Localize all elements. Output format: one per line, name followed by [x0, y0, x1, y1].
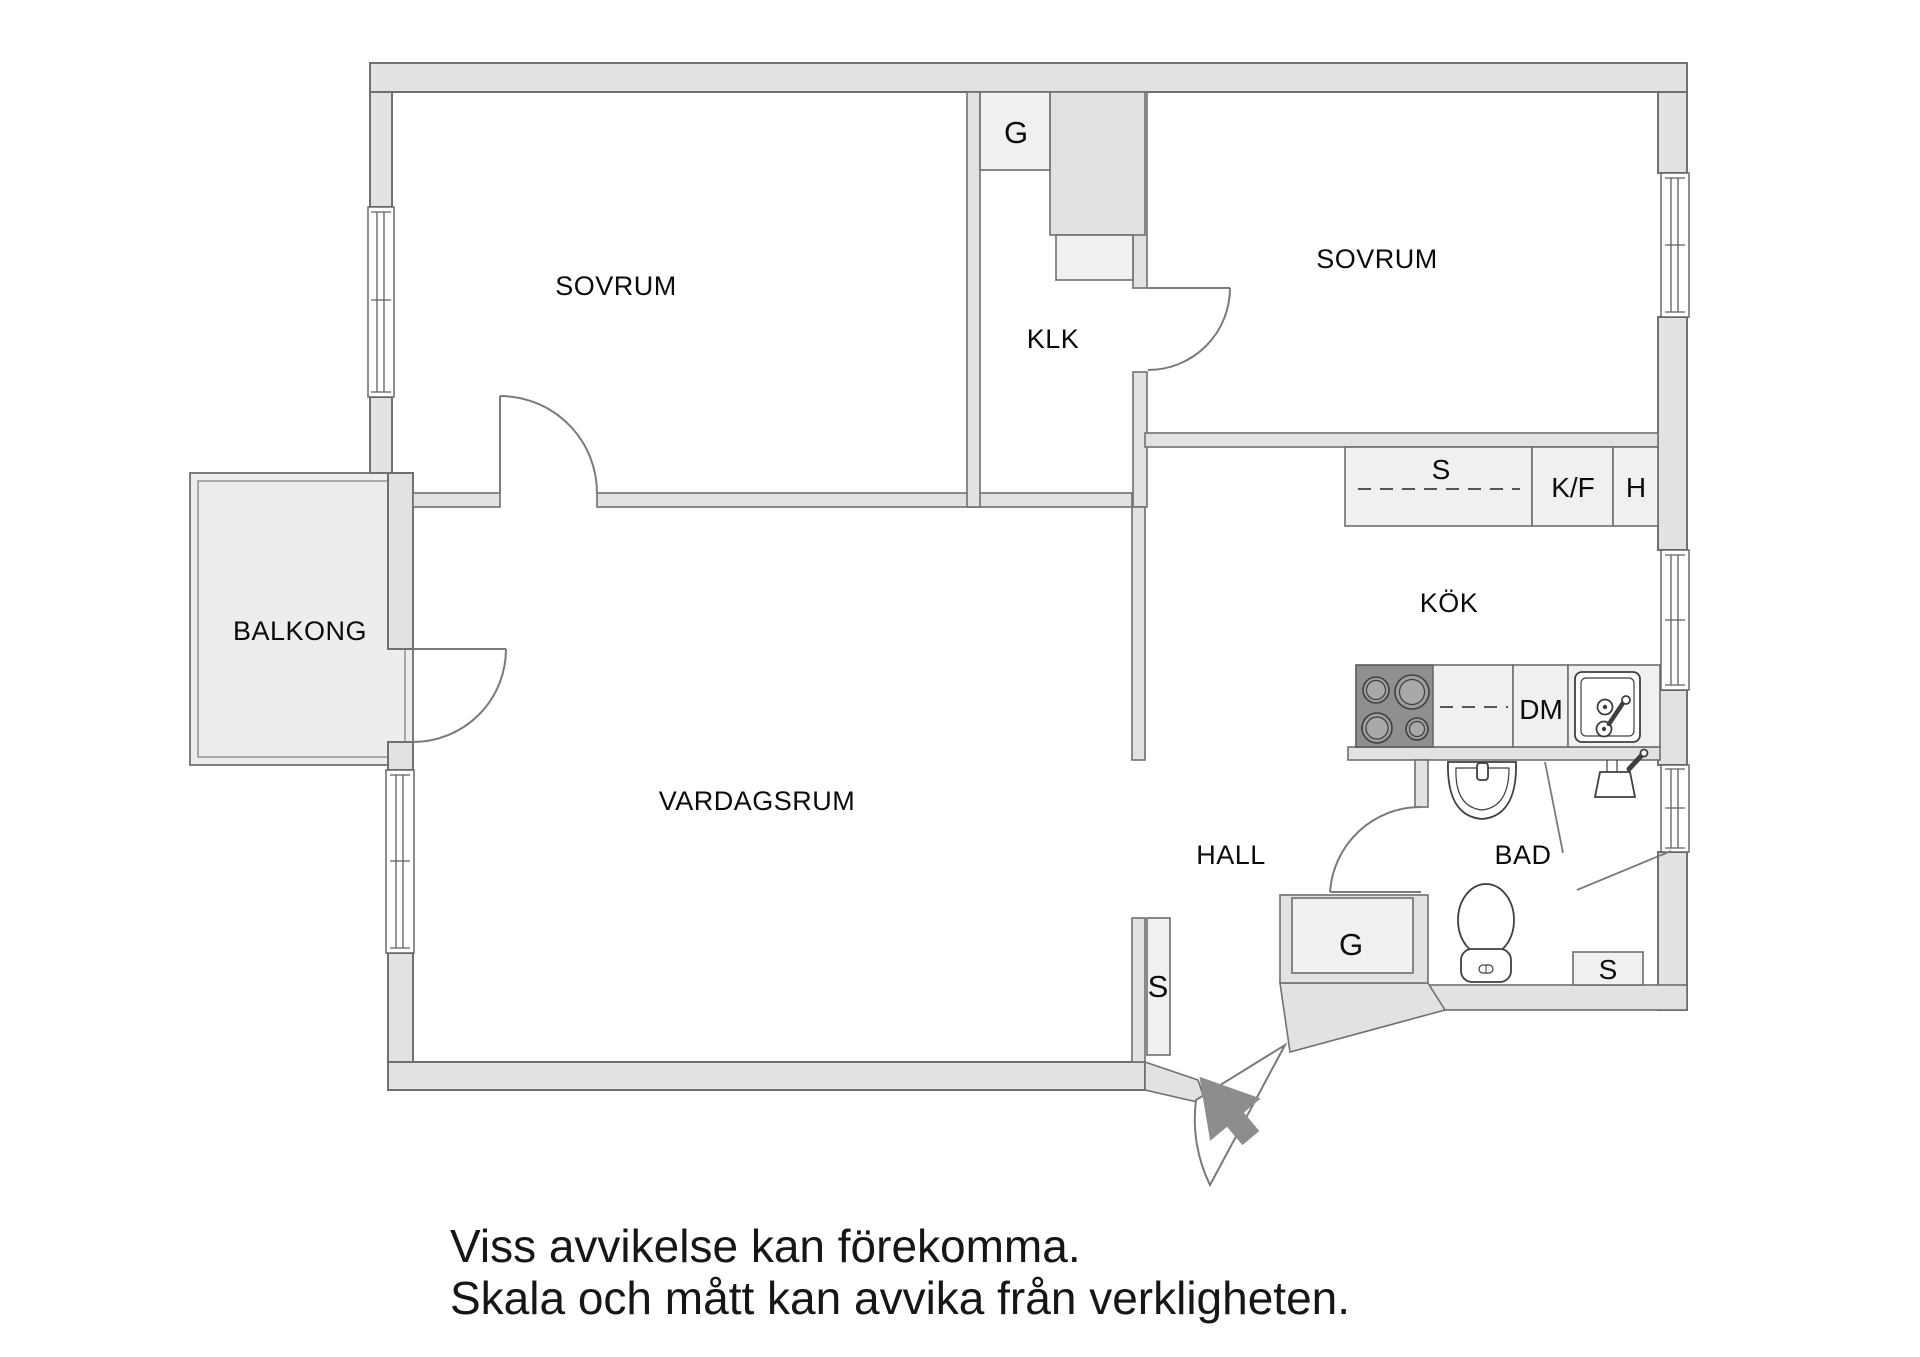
label-balkong: BALKONG — [233, 616, 367, 646]
window-bedroom1-icon — [367, 206, 395, 398]
label-closet-hall: S — [1148, 969, 1169, 1004]
label-vardagsrum: VARDAGSRUM — [659, 786, 856, 816]
label-sovrum-left: SOVRUM — [555, 271, 677, 301]
storage-units — [979, 91, 1659, 1056]
door-balcony — [412, 648, 507, 743]
label-wardrobe-hall: G — [1339, 927, 1363, 962]
door-klk — [1147, 287, 1231, 371]
wall-left-upper — [369, 91, 393, 208]
washbasin-icon — [1447, 761, 1517, 820]
wall-entry-right — [1279, 982, 1447, 1054]
bathroom-fixtures — [1447, 748, 1672, 983]
wall-bedroom2-bottom — [1144, 432, 1659, 448]
disclaimer: Viss avvikelse kan förekomma. Skala och … — [450, 1220, 1350, 1324]
label-wardrobe-kitchen: S — [1432, 454, 1451, 485]
label-dishwasher: DM — [1519, 694, 1563, 725]
label-closet-bad: S — [1599, 954, 1618, 985]
wall-bath-bottom — [1427, 984, 1688, 1011]
balcony — [189, 472, 414, 766]
label-shelf: H — [1626, 472, 1646, 503]
label-kok: KÖK — [1420, 588, 1479, 618]
wall-hall-west-lower — [1131, 917, 1146, 1063]
fridge-freezer — [1531, 446, 1614, 527]
balcony-floor — [189, 472, 414, 766]
wall-right-3 — [1657, 689, 1688, 766]
kitchen-wardrobe-s — [1344, 446, 1533, 527]
label-wardrobe-top: G — [1004, 115, 1028, 150]
wall-bedroom1-divider-b — [596, 492, 1133, 508]
disclaimer-line-1: Viss avvikelse kan förekomma. — [450, 1220, 1081, 1272]
doors — [412, 287, 1422, 1188]
windows — [367, 172, 1690, 954]
wall-hall-west-upper — [1131, 506, 1146, 761]
room-labels: SOVRUM SOVRUM KLK BALKONG VARDAGSRUM KÖK… — [233, 244, 1551, 870]
utility-sink-icon — [1593, 748, 1649, 798]
label-fridge-freezer: K/F — [1551, 472, 1595, 503]
window-kitchen-icon — [1660, 549, 1690, 691]
hall-closet-s — [1146, 917, 1171, 1056]
wall-bottom — [387, 1061, 1146, 1091]
wall-bath-door-stub — [1414, 759, 1429, 808]
window-bedroom2-icon — [1660, 172, 1690, 318]
ventilation-shaft — [1049, 91, 1146, 236]
wall-right-1 — [1657, 91, 1688, 174]
door-bedroom1 — [499, 395, 598, 494]
window-bath-icon — [1660, 764, 1690, 853]
walls — [369, 62, 1688, 1106]
wall-left-mid — [369, 396, 393, 474]
label-bad: BAD — [1494, 840, 1551, 870]
wall-kitchen-bath — [1347, 746, 1661, 761]
shower-divider-line — [1544, 761, 1564, 854]
wall-top — [369, 62, 1688, 93]
entry-arrow-icon — [1199, 1076, 1261, 1146]
wall-right-2 — [1657, 316, 1688, 551]
wall-bedroom1-divider-a — [412, 492, 501, 508]
wall-left-balcony-upper — [387, 472, 414, 650]
kitchen-counter — [1355, 664, 1661, 748]
wardrobe-top — [979, 91, 1051, 171]
wall-entry-left — [1144, 1060, 1208, 1106]
wall-klk-left — [966, 91, 981, 508]
hall-wardrobe-g — [1291, 897, 1414, 974]
sink-icon — [1574, 671, 1641, 743]
window-livingroom-icon — [385, 769, 415, 954]
shower-divider-line-2 — [1576, 850, 1672, 891]
toilet-icon — [1457, 883, 1515, 983]
disclaimer-line-2: Skala och mått kan avvika från verklighe… — [450, 1272, 1350, 1324]
label-hall: HALL — [1196, 840, 1266, 870]
door-bath — [1329, 805, 1422, 893]
label-klk: KLK — [1027, 324, 1080, 354]
bath-closet-s — [1572, 951, 1644, 986]
unit-labels: G S K/F H DM G S S — [1004, 115, 1646, 1004]
shelf-h — [1612, 446, 1659, 527]
wall-left-balcony-lower — [387, 741, 414, 771]
label-sovrum-right: SOVRUM — [1316, 244, 1438, 274]
klk-shelf — [1055, 234, 1134, 281]
